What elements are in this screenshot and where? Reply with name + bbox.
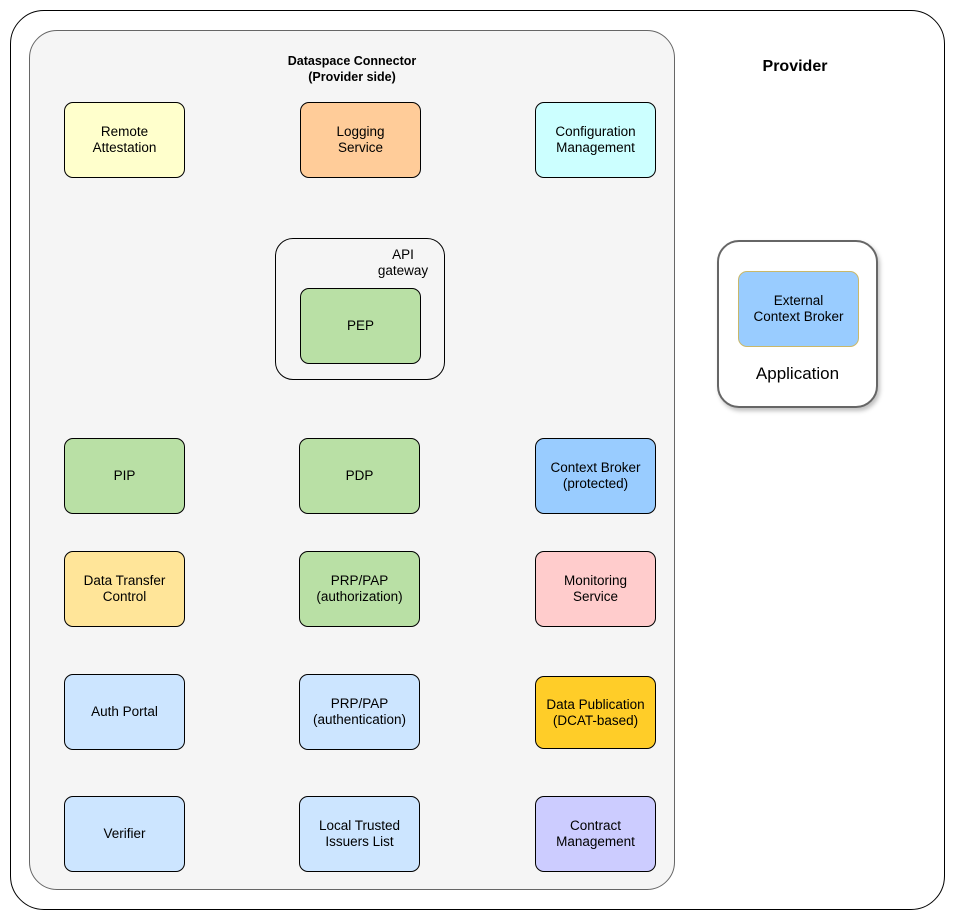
external-context-broker-box: External Context Broker xyxy=(738,271,859,347)
pep-box: PEP xyxy=(300,288,421,364)
context-broker-box: Context Broker (protected) xyxy=(535,438,656,514)
data-publication-box: Data Publication (DCAT-based) xyxy=(535,676,656,749)
verifier-box: Verifier xyxy=(64,796,185,872)
configuration-management-box: Configuration Management xyxy=(535,102,656,178)
logging-service-box: Logging Service xyxy=(300,102,421,178)
local-trusted-issuers-list-box: Local Trusted Issuers List xyxy=(299,796,420,872)
application-label: Application xyxy=(755,364,840,383)
data-transfer-control-box: Data Transfer Control xyxy=(64,551,185,627)
monitoring-service-box: Monitoring Service xyxy=(535,551,656,627)
prp-pap-authentication-box: PRP/PAP (authentication) xyxy=(299,674,420,750)
provider-title: Provider xyxy=(762,58,828,75)
api-gateway-label: API gateway xyxy=(377,247,429,278)
prp-pap-authorization-box: PRP/PAP (authorization) xyxy=(299,551,420,627)
remote-attestation-box: Remote Attestation xyxy=(64,102,185,178)
dataspace-connector-title: Dataspace Connector (Provider side) xyxy=(287,54,417,84)
contract-management-box: Contract Management xyxy=(535,796,656,872)
pip-box: PIP xyxy=(64,438,185,514)
pdp-box: PDP xyxy=(299,438,420,514)
auth-portal-box: Auth Portal xyxy=(64,674,185,750)
